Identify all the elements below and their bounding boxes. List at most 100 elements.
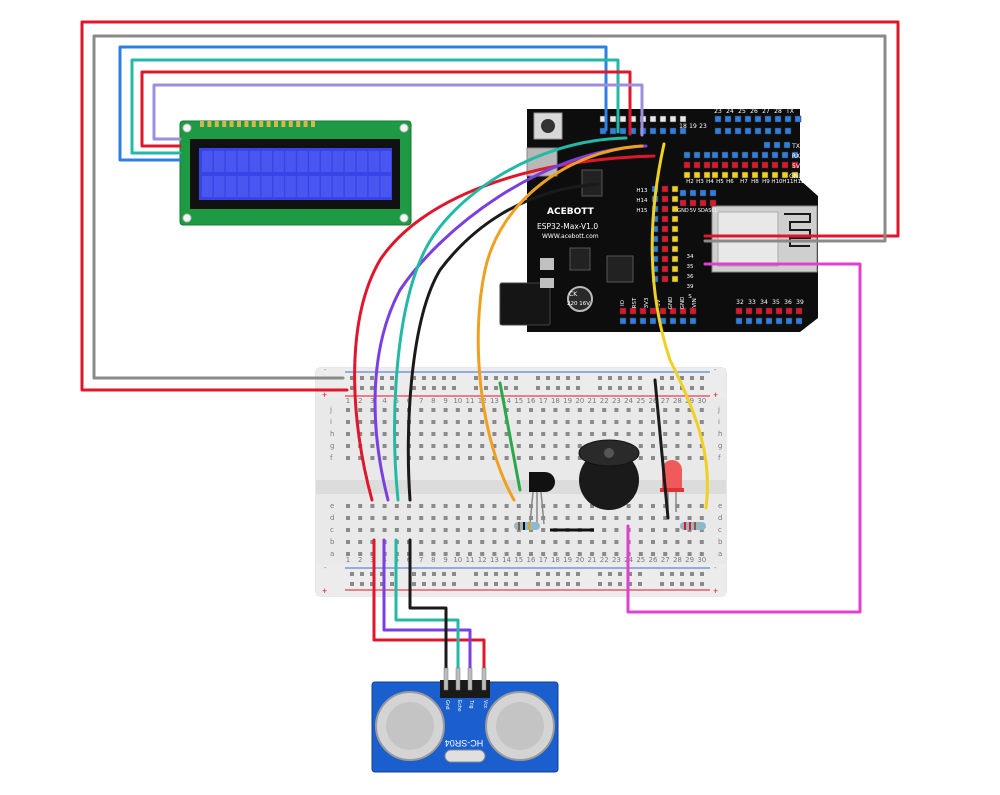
breadboard-hole — [431, 516, 436, 520]
column-number: 4 — [382, 397, 387, 405]
breadboard-hole — [626, 408, 631, 412]
header-pin — [703, 171, 711, 179]
rail-hole — [422, 386, 426, 390]
rail-hole — [432, 582, 436, 586]
breadboard-hole — [516, 444, 521, 448]
header-pin — [764, 115, 772, 123]
breadboard-hole — [516, 420, 521, 424]
header-pin — [785, 317, 793, 325]
rail-hole — [474, 376, 478, 380]
breadboard-hole — [602, 552, 607, 556]
lcd-pin — [237, 121, 241, 127]
breadboard-hole — [358, 420, 363, 424]
column-number: 11 — [466, 556, 475, 564]
column-number: 11 — [466, 397, 475, 405]
header-pin — [765, 317, 773, 325]
breadboard-hole — [358, 456, 363, 460]
breadboard-hole — [370, 540, 375, 544]
lcd-pin — [296, 121, 301, 127]
header-pin — [671, 205, 679, 213]
header-pin — [724, 127, 732, 135]
column-number: 28 — [673, 397, 682, 405]
breadboard-hole — [492, 420, 497, 424]
header-pin — [755, 307, 763, 315]
rail-hole — [598, 582, 602, 586]
column-number: 20 — [575, 556, 584, 564]
breadboard-hole — [419, 516, 424, 520]
breadboard-hole — [358, 552, 363, 556]
column-number: 14 — [502, 556, 511, 564]
breadboard-hole — [431, 456, 436, 460]
row-letter: b — [718, 538, 723, 546]
rail-hole — [670, 386, 674, 390]
wire-lavender-lcd — [152, 83, 644, 141]
breadboard-hole — [407, 504, 411, 508]
column-number: 19 — [563, 556, 572, 564]
breadboard-hole — [419, 540, 424, 544]
breadboard-hole — [504, 528, 509, 532]
breadboard-hole — [638, 504, 643, 508]
header-pin — [703, 161, 711, 169]
breadboard-hole — [614, 540, 619, 544]
lcd-cell — [321, 151, 332, 172]
breadboard-hole — [699, 420, 704, 424]
rail-hole — [514, 572, 518, 576]
rail-hole — [556, 572, 560, 576]
breadboard-hole — [565, 504, 570, 508]
lcd-header-pins — [200, 121, 315, 127]
resistor-1 — [514, 522, 540, 530]
breadboard-hole — [529, 552, 533, 556]
rail-hole — [536, 376, 540, 380]
sensor-label: HC-SR04 — [445, 738, 484, 748]
breadboard-hole — [541, 420, 546, 424]
lcd-cell — [213, 176, 225, 197]
breadboard-hole — [699, 408, 704, 412]
lcd-cell — [321, 176, 332, 197]
wire-magenta — [626, 262, 862, 614]
rail-hole — [350, 376, 354, 380]
breadboard-hole — [480, 540, 485, 544]
breadboard-hole — [443, 516, 448, 520]
breadboard-hole — [431, 420, 436, 424]
rail-hole — [536, 582, 540, 586]
lcd-cell — [344, 176, 356, 197]
breadboard-hole — [504, 408, 509, 412]
row-letter: j — [717, 406, 720, 414]
breadboard-hole — [663, 432, 668, 436]
rail-hole — [432, 376, 436, 380]
breadboard-hole — [699, 504, 704, 508]
rail-hole — [618, 376, 622, 380]
breadboard-hole — [394, 432, 399, 436]
breadboard-hole — [394, 408, 399, 412]
rail-hole — [660, 572, 664, 576]
breadboard-hole — [663, 516, 668, 520]
breadboard-hole — [651, 444, 655, 448]
breadboard-hole — [468, 552, 472, 556]
breadboard-hole — [480, 528, 485, 532]
lcd-module — [179, 120, 412, 226]
breadboard-hole — [419, 552, 424, 556]
rail-hole — [432, 386, 436, 390]
wire-gray-loop — [92, 34, 887, 380]
rail-hole — [576, 582, 580, 586]
header-pin — [744, 127, 752, 135]
breadboard-hole — [492, 504, 497, 508]
breadboard-hole — [602, 540, 607, 544]
rail-hole — [380, 572, 384, 576]
row-letter: f — [718, 454, 721, 462]
column-number: 22 — [600, 397, 609, 405]
breadboard-hole — [590, 540, 594, 544]
header-pin — [629, 307, 637, 315]
breadboard-hole — [382, 432, 387, 436]
header-pin — [731, 161, 739, 169]
breadboard-hole — [663, 552, 668, 556]
rail-plus-label-bottom: + — [322, 586, 327, 596]
rail-hole — [390, 376, 394, 380]
header-pin — [619, 307, 627, 315]
resistor-2 — [680, 522, 706, 530]
lcd-pin — [288, 121, 293, 127]
breadboard-hole — [455, 420, 460, 424]
breadboard-hole — [370, 444, 375, 448]
header-pin — [661, 205, 669, 213]
breadboard-hole — [516, 456, 521, 460]
